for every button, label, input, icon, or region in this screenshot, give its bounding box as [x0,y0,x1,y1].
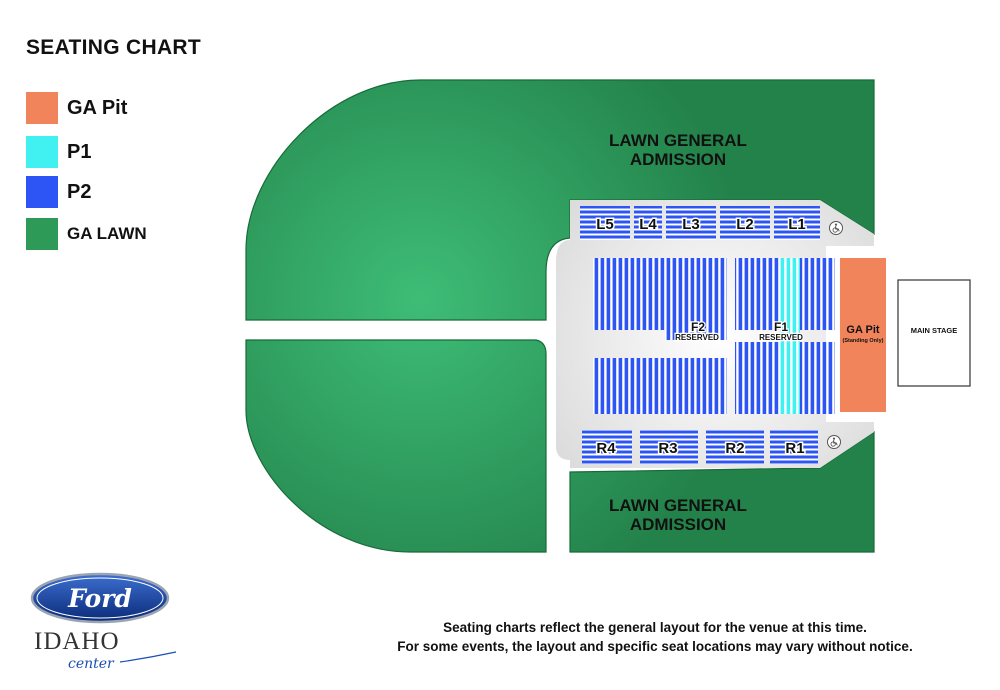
section-label-l1: L1 [788,216,806,233]
ford-oval-logo [30,572,170,624]
lawn-top-label-line1: LAWN GENERAL [609,131,747,150]
floor-f2[interactable] [593,258,727,414]
section-l5[interactable] [580,206,630,240]
section-l1[interactable] [774,206,820,240]
lawn-bottom-area [569,430,875,553]
legend-swatch-ga-pit [26,92,58,124]
ga-pit-area[interactable] [840,258,886,412]
logo-brand: Ford [67,584,132,613]
venue-logo: Ford IDAHO center [30,572,177,672]
legend-item-ga-pit: GA Pit [26,92,127,124]
legend-swatch-p1 [26,136,58,168]
lawn-top-area [245,79,875,321]
lawn-bottom-label-line2: ADMISSION [630,515,726,534]
section-label-r2: R2 [725,440,744,457]
sections-bottom [582,430,818,464]
lawn-top-label-line2: ADMISSION [630,150,726,169]
legend-item-ga-lawn: GA LAWN [26,218,147,250]
section-label-l3: L3 [682,216,700,233]
floor-f1[interactable] [735,258,835,414]
floor-f2-sub: RESERVED [675,333,719,342]
section-label-l2: L2 [736,216,754,233]
legend-item-p1: P1 [26,136,91,168]
lawn-bottom-label-line1: LAWN GENERAL [609,496,747,515]
section-label-r3: R3 [658,440,677,457]
section-label-l4: L4 [639,216,657,233]
section-l2[interactable] [720,206,770,240]
legend-swatch-ga-lawn [26,218,58,250]
lawn-left-area [245,339,547,553]
section-r1[interactable] [770,430,818,464]
legend-label: GA LAWN [67,224,147,243]
legend-label: P2 [67,180,92,203]
disclaimer-line-2: For some events, the layout and specific… [397,639,913,654]
section-l3[interactable] [666,206,716,240]
ga-pit-sub: (Standing Only) [843,338,884,344]
chart-title: SEATING CHART [26,36,202,59]
sections-top [580,206,820,240]
section-r3[interactable] [640,430,698,464]
section-label-r1: R1 [785,440,804,457]
legend-swatch-p2 [26,176,58,208]
section-l4[interactable] [634,206,662,240]
section-r2[interactable] [706,430,764,464]
legend-item-p2: P2 [26,176,91,208]
section-r4[interactable] [582,430,632,464]
legend-label: P1 [67,140,92,163]
floor-f2-label: F2 [691,320,705,334]
floor-f1-sub: RESERVED [759,333,803,342]
main-stage-label: MAIN STAGE [911,326,958,335]
wheelchair-icon [829,221,843,235]
floor-f1-label: F1 [774,320,788,334]
legend-label: GA Pit [67,96,128,119]
logo-sub: center [68,656,115,672]
disclaimer-line-1: Seating charts reflect the general layou… [443,620,867,635]
wheelchair-icon [827,435,841,449]
logo-name: IDAHO [34,628,120,655]
section-label-r4: R4 [596,440,616,457]
ga-pit-label: GA Pit [846,324,880,336]
section-label-l5: L5 [596,216,614,233]
main-stage [897,279,971,387]
